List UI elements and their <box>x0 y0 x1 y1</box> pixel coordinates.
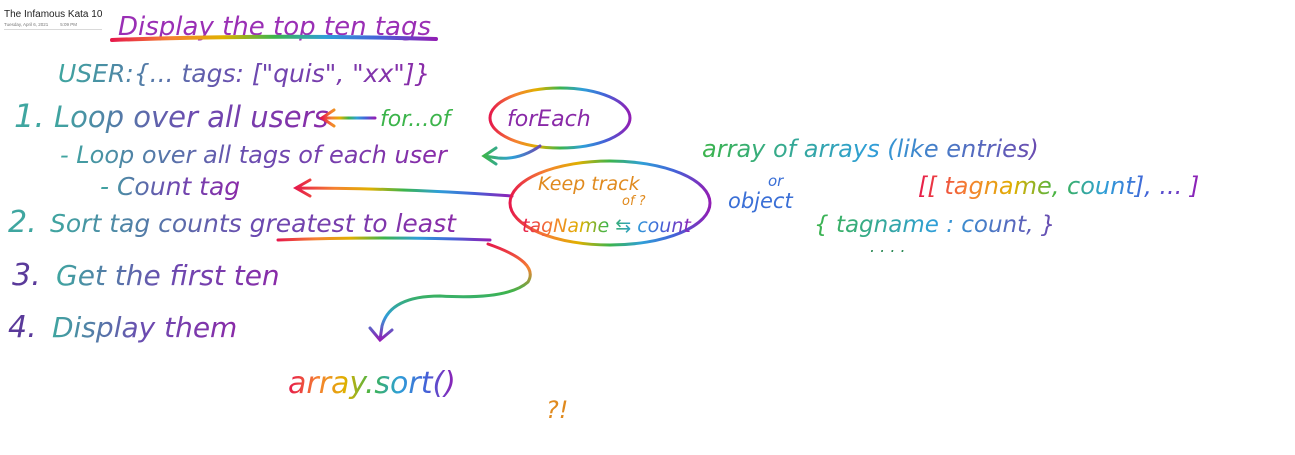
step-1a-text: - Loop over all tags of each user <box>60 141 449 169</box>
step-3-number: 3. <box>12 258 41 293</box>
step-4-number: 4. <box>8 310 37 345</box>
ink-keep-track-1: Keep track <box>538 173 641 195</box>
ink-for-each: forEach <box>507 107 591 132</box>
heading-underline <box>110 34 438 42</box>
ink-object-dots: . . . . <box>870 237 906 256</box>
ink-user-shape: USER:{... tags: ["quis", "xx"]} <box>58 59 430 88</box>
arrow-each-user <box>481 144 542 166</box>
step-2-text: Sort tag counts greatest to least <box>50 209 457 238</box>
arrow-count-tag <box>292 178 514 198</box>
ink-for-of: for...of <box>380 107 454 132</box>
page-header: The Infamous Kata 10 Tuesday, April 6, 2… <box>4 9 102 30</box>
step-1-text: Loop over all users <box>54 100 329 134</box>
page-meta: Tuesday, April 6, 2021 5:09 PM <box>4 22 102 27</box>
title-divider <box>4 29 102 30</box>
step-1-number: 1. <box>14 97 45 135</box>
keep-track-circle <box>508 159 712 247</box>
foreach-circle <box>488 86 632 150</box>
step-2-number: 2. <box>8 205 37 240</box>
ink-array-of-arrays: array of arrays (like entries) <box>702 135 1039 163</box>
ink-keep-track-3: tagName ⇆ count <box>522 215 692 237</box>
page-date: Tuesday, April 6, 2021 <box>4 22 49 27</box>
page-time: 5:09 PM <box>60 22 78 27</box>
ink-or: or <box>768 172 784 190</box>
ink-question: ?! <box>546 396 568 424</box>
arrow-for-of <box>319 108 377 128</box>
greatest-underline <box>276 236 492 242</box>
ink-entries-shape: [[ tagname, count], ... ] <box>918 172 1199 200</box>
step-1b-text: - Count tag <box>100 172 240 201</box>
ink-object: object <box>728 189 793 213</box>
ink-keep-track-2: of ? <box>622 194 646 209</box>
step-4-text: Display them <box>52 311 237 344</box>
arrow-to-sort <box>368 242 532 343</box>
step-3-text: Get the first ten <box>56 259 280 292</box>
ink-object-shape: { tagname : count, } <box>814 212 1055 238</box>
ink-array-sort: array.sort() <box>288 366 456 401</box>
page-title[interactable]: The Infamous Kata 10 <box>4 9 103 20</box>
